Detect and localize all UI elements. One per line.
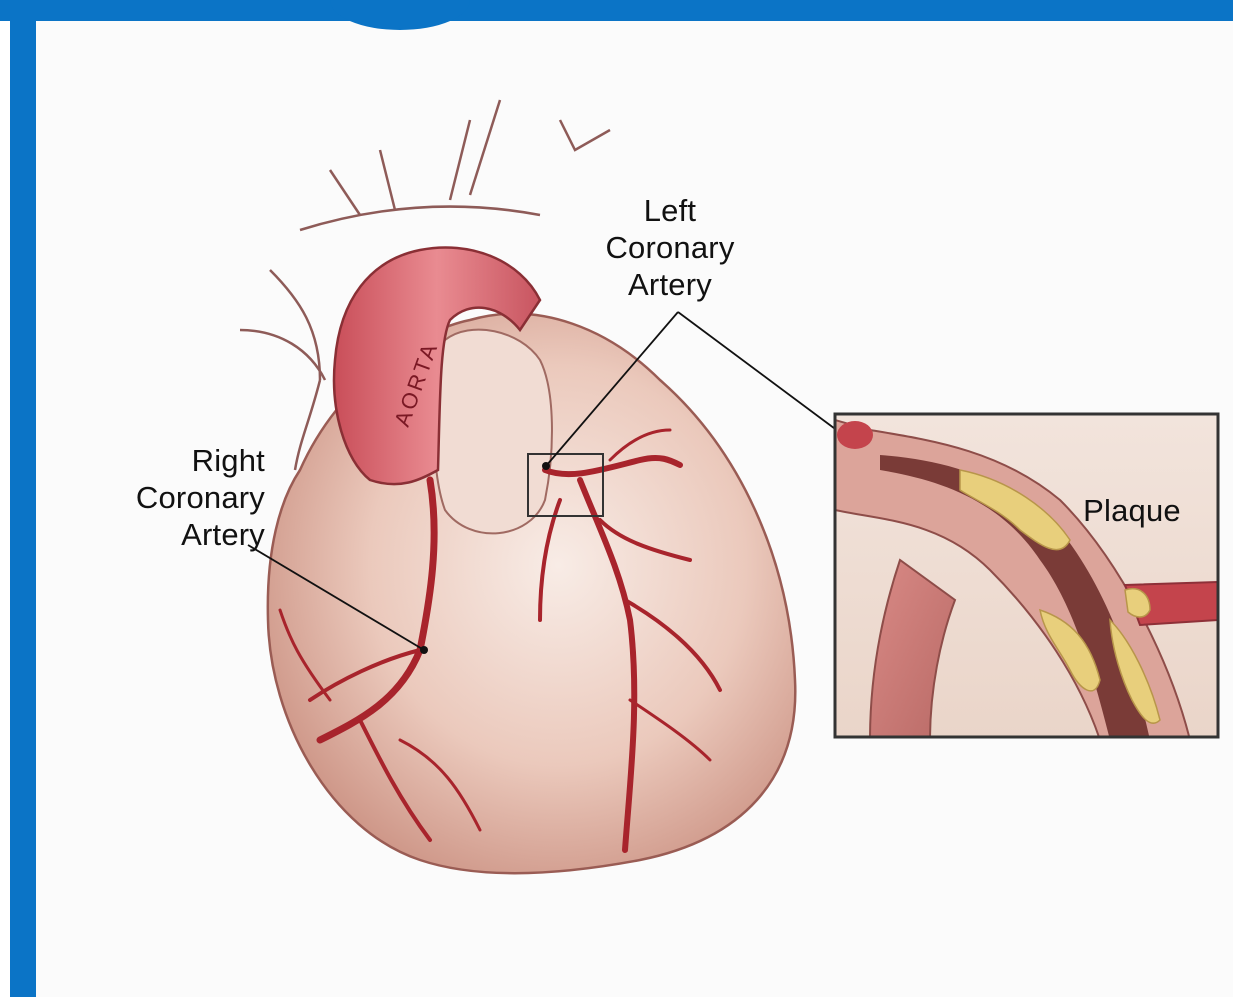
pulmonary-trunk — [434, 330, 552, 534]
plaque-label: Plaque — [1062, 492, 1202, 529]
left-coronary-artery-label: Left Coronary Artery — [570, 192, 770, 303]
frame-left-bar — [10, 0, 36, 997]
plaque-inset — [835, 414, 1218, 740]
right-coronary-artery-label: Right Coronary Artery — [75, 442, 265, 553]
frame-top-bar — [0, 0, 1233, 21]
